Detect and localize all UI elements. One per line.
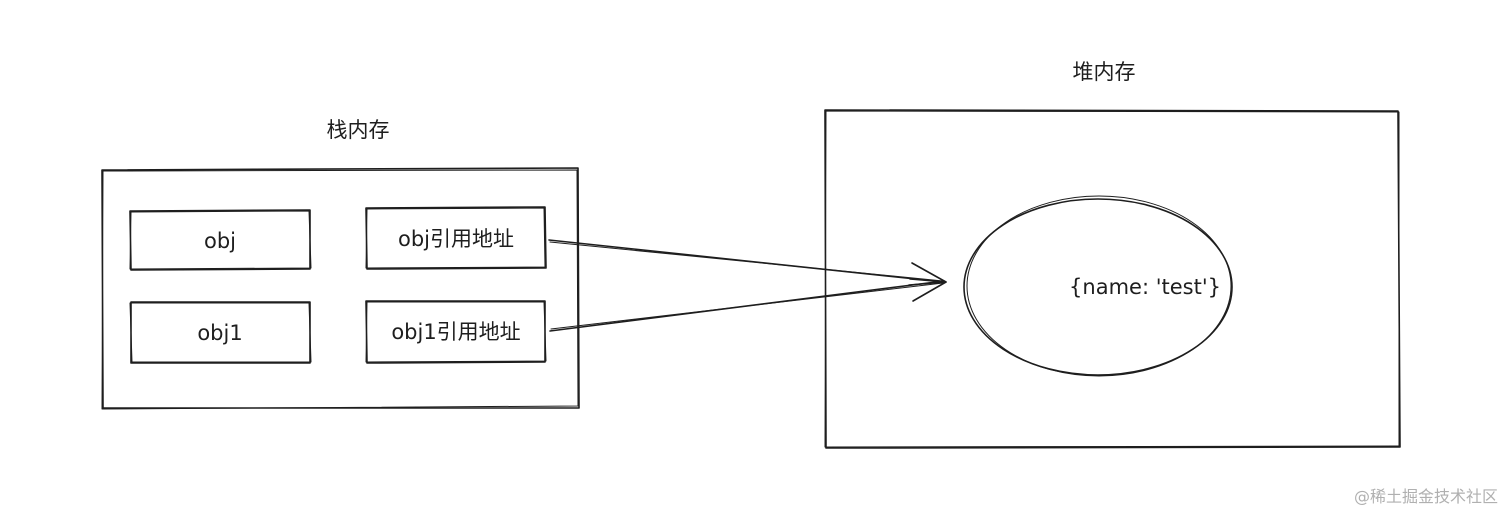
arrow-obj1-ref-to-object	[549, 278, 947, 332]
stack-cell-obj1-ref-label: obj1引用地址	[391, 320, 520, 344]
stack-cell-obj1-ref: obj1引用地址	[365, 300, 547, 364]
heap-memory-box	[824, 109, 1401, 449]
heap-object-ellipse: {name: 'test'}	[963, 195, 1233, 377]
arrow-obj-ref-to-object	[548, 239, 947, 286]
stack-cell-obj-label: obj	[204, 229, 236, 253]
stack-memory-box	[101, 167, 580, 410]
stack-cell-obj1-label: obj1	[197, 321, 242, 345]
heap-object-label: {name: 'test'}	[1069, 275, 1221, 299]
watermark: @稀土掘金技术社区	[1353, 487, 1498, 506]
stack-cell-obj-ref-label: obj引用地址	[398, 227, 514, 251]
stack-cell-obj1: obj1	[129, 301, 312, 364]
stack-cell-obj-ref: obj引用地址	[365, 206, 547, 270]
stack-memory-title: 栈内存	[327, 118, 390, 142]
heap-memory-title: 堆内存	[1073, 60, 1136, 84]
stack-cell-obj: obj	[129, 209, 312, 271]
